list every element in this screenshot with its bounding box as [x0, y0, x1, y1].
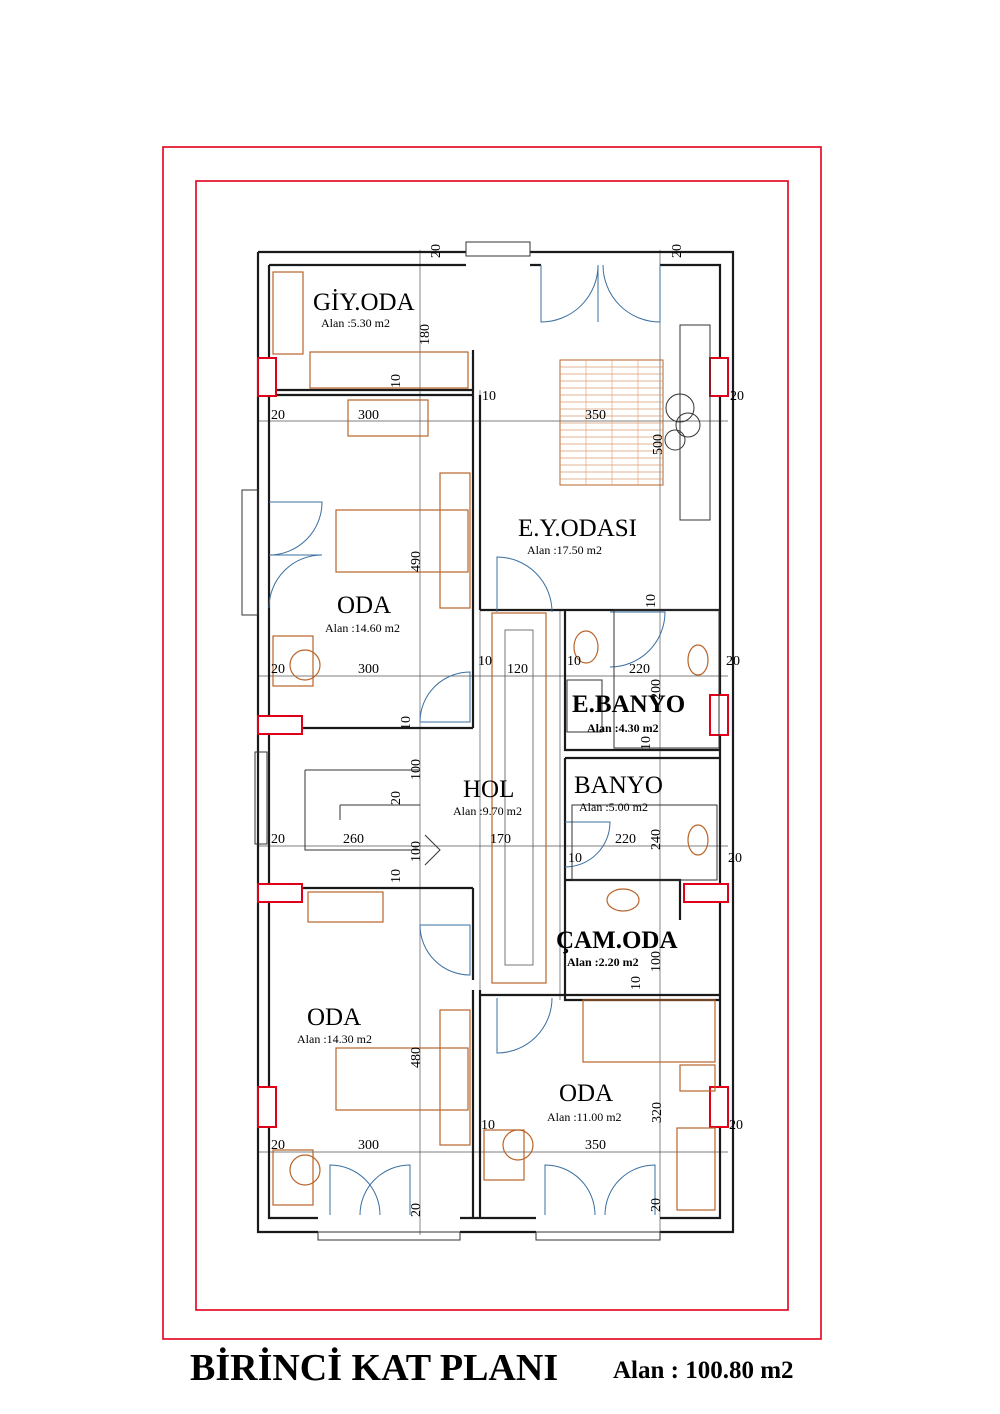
room-area-e-banyo: Alan :4.30 m2 [587, 721, 659, 735]
dim-label: 20 [728, 851, 742, 866]
nightstand-3 [679, 1064, 716, 1092]
room-area-cam-oda: Alan :2.20 m2 [567, 955, 639, 969]
dim-label: 10 [639, 736, 654, 750]
room-name-giy-oda: GİY.ODA [313, 289, 415, 316]
room-area-banyo: Alan :5.00 m2 [579, 800, 648, 814]
dim-label: 10 [399, 716, 414, 730]
sink-2 [606, 888, 640, 912]
sheet-title: BİRİNCİ KAT PLANI [190, 1347, 558, 1389]
doors [268, 264, 666, 1216]
dim-label: 120 [507, 662, 528, 677]
dim-label: 350 [585, 1138, 606, 1153]
nightstand-1 [439, 472, 471, 609]
dim-label: 220 [615, 832, 636, 847]
wardrobe-1 [272, 271, 304, 355]
bed-2 [335, 1047, 469, 1111]
furniture [272, 271, 720, 1211]
desk-1 [272, 635, 314, 687]
dim-label: 20 [271, 832, 285, 847]
chair-2 [289, 1154, 321, 1186]
inner-frame [195, 180, 789, 1311]
desk-2 [272, 1149, 314, 1206]
dim-label: 200 [649, 679, 664, 700]
total-area: Alan : 100.80 m2 [613, 1357, 794, 1384]
chair-3 [502, 1129, 534, 1161]
nightstand-2 [439, 1009, 471, 1146]
outer-frame [162, 146, 822, 1340]
bed-3 [582, 999, 716, 1063]
room-name-e-banyo: E.BANYO [572, 691, 685, 718]
dim-label: 20 [649, 1198, 664, 1212]
chair-1 [289, 649, 321, 681]
room-area-oda-1: Alan :14.60 m2 [325, 621, 400, 635]
dim-label: 260 [343, 832, 364, 847]
room-name-oda-2: ODA [307, 1004, 361, 1031]
dim-label: 20 [730, 389, 744, 404]
stair-outline [559, 359, 664, 486]
balcony-rail [679, 324, 711, 521]
columns [257, 357, 729, 1128]
room-name-oda-1: ODA [337, 592, 391, 619]
dim-label: 20 [670, 244, 685, 258]
dim-label: 10 [481, 1118, 495, 1133]
wardrobe-3 [347, 399, 429, 437]
room-area-hol: Alan :9.70 m2 [453, 804, 522, 818]
dim-label: 10 [629, 976, 644, 990]
dimension-labels-vertical: 20 20 180 10 500 490 10 200 10 10 100 20… [389, 244, 685, 1217]
dim-label: 20 [726, 654, 740, 669]
dim-label: 350 [585, 408, 606, 423]
room-name-cam-oda: ÇAM.ODA [556, 927, 678, 954]
room-area-oda-3: Alan :11.00 m2 [547, 1110, 622, 1124]
wardrobe-5 [676, 1127, 716, 1211]
dim-label: 100 [649, 951, 664, 972]
dimension-labels: 20 300 10 350 20 20 300 10 120 10 220 20… [271, 389, 744, 1153]
dim-label: 240 [649, 829, 664, 850]
bed-1 [335, 509, 469, 573]
dim-label: 20 [271, 1138, 285, 1153]
room-name-hol: HOL [463, 776, 514, 803]
sink-1 [573, 630, 599, 664]
dim-label: 220 [629, 662, 650, 677]
dim-label: 180 [418, 324, 433, 345]
dim-label: 20 [729, 1118, 743, 1133]
outer-walls [241, 241, 735, 1241]
dim-label: 300 [358, 662, 379, 677]
dim-label: 480 [409, 1047, 424, 1068]
dim-label: 10 [389, 374, 404, 388]
dim-label: 20 [271, 408, 285, 423]
room-name-ey-odasi: E.Y.ODASI [518, 515, 637, 542]
dim-label: 10 [478, 654, 492, 669]
toilet-2 [687, 824, 709, 856]
dim-label: 500 [651, 434, 666, 455]
toilet-1 [687, 644, 709, 676]
dim-label: 320 [650, 1102, 665, 1123]
dim-label: 10 [567, 654, 581, 669]
dim-label: 20 [389, 791, 404, 805]
dim-label: 170 [490, 832, 511, 847]
dim-label: 300 [358, 1138, 379, 1153]
hol-stairwell [304, 612, 547, 984]
room-area-oda-2: Alan :14.30 m2 [297, 1032, 372, 1046]
dim-label: 490 [409, 551, 424, 572]
dim-label: 100 [409, 841, 424, 862]
dim-label: 20 [271, 662, 285, 677]
room-area-giy-oda: Alan :5.30 m2 [321, 316, 390, 330]
wardrobe-2 [309, 351, 469, 389]
room-name-banyo: BANYO [574, 772, 663, 799]
dim-label: 300 [358, 408, 379, 423]
desk-3 [483, 1129, 525, 1181]
dim-label: 10 [482, 389, 496, 404]
dim-label: 20 [429, 244, 444, 258]
dim-label: 10 [644, 594, 659, 608]
wardrobe-4 [307, 891, 384, 923]
dim-label: 20 [409, 1203, 424, 1217]
dim-label: 10 [568, 851, 582, 866]
room-name-oda-3: ODA [559, 1080, 613, 1107]
dim-label: 100 [409, 759, 424, 780]
dim-label: 10 [389, 869, 404, 883]
room-area-ey-odasi: Alan :17.50 m2 [527, 543, 602, 557]
staircase [559, 359, 664, 486]
